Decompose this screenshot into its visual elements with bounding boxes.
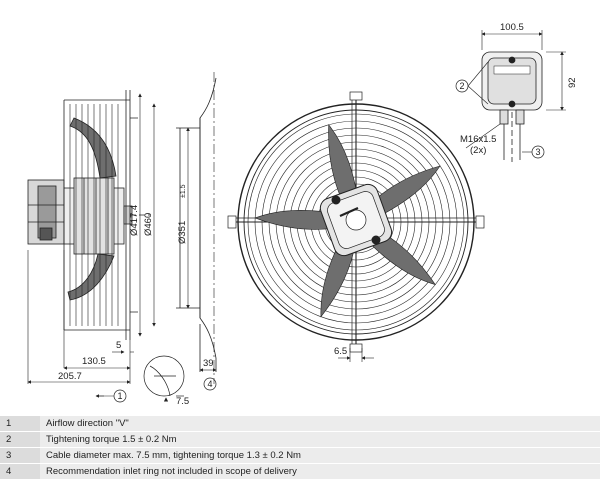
- dim-gland-count: (2x): [470, 145, 486, 156]
- note-number: 2: [0, 431, 40, 448]
- note-number: 3: [0, 447, 40, 464]
- technical-drawing: Ø417.4 Ø460 130.5 205.7 5 7.5 1 Ø351 ±1.…: [27, 22, 578, 407]
- svg-text:4: 4: [208, 379, 213, 389]
- hole-dimension: [338, 348, 374, 362]
- note-text: Recommendation inlet ring not included i…: [40, 463, 600, 480]
- note-text: Airflow direction "V": [40, 416, 600, 432]
- callout-1: 1: [95, 389, 127, 403]
- dim-motor-width: 100.5: [500, 22, 524, 33]
- svg-text:2: 2: [460, 81, 465, 91]
- dim-motor-height: 92: [567, 77, 578, 88]
- callout-3: 3: [531, 145, 545, 159]
- note-text: Tightening torque 1.5 ± 0.2 Nm: [40, 431, 600, 448]
- note-number: 4: [0, 463, 40, 480]
- dim-motor-depth: 130.5: [82, 356, 106, 367]
- dim-total-depth: 205.7: [58, 371, 82, 382]
- detail-view: [143, 355, 185, 402]
- dim-hole: 6.5: [334, 346, 347, 357]
- note-number: 1: [0, 416, 40, 432]
- dim-ring-diameter-tolerance: ±1.5: [180, 184, 187, 198]
- side-view: [27, 90, 150, 340]
- callout-2: 2: [455, 79, 469, 93]
- note-text: Cable diameter max. 7.5 mm, tightening t…: [40, 447, 600, 464]
- dim-inner-diameter: Ø417.4: [129, 205, 140, 236]
- svg-text:1: 1: [118, 391, 123, 401]
- dim-gland-thread: M16x1.5: [460, 134, 496, 145]
- terminal-box-view: [465, 30, 566, 162]
- dim-detail-size: 7.5: [176, 396, 189, 407]
- dim-ring-diameter: Ø351: [177, 221, 188, 244]
- callout-4: 4: [203, 377, 217, 391]
- svg-text:3: 3: [536, 147, 541, 157]
- inlet-ring-section: [176, 77, 217, 372]
- side-view-dimensions: [27, 72, 215, 384]
- dim-small-offset: 5: [116, 340, 121, 351]
- dim-outer-diameter: Ø460: [143, 213, 154, 236]
- front-view: [227, 91, 485, 353]
- dim-ring-depth: 39: [203, 358, 214, 369]
